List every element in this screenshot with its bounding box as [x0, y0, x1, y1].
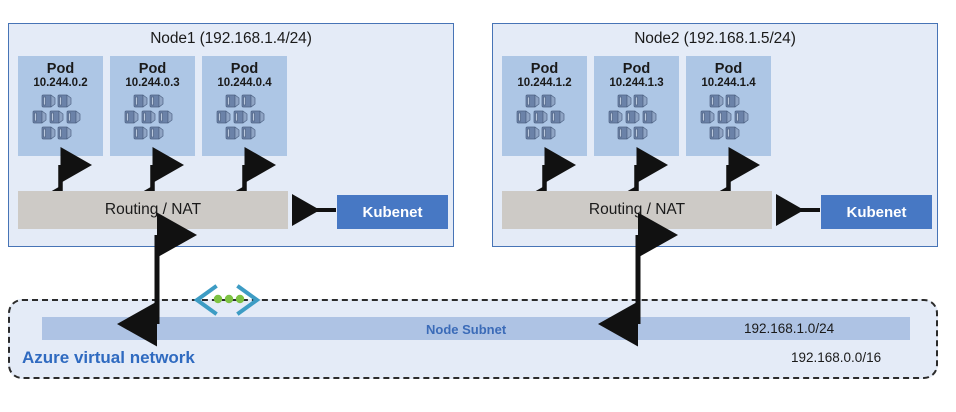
- pod-label: Pod: [622, 61, 651, 77]
- routing-nat-label: Routing / NAT: [588, 201, 686, 218]
- node-container-node1: Node1 (192.168.1.4/24) Pod 10.244.0.2 Po…: [8, 23, 454, 247]
- pod-cluster-icon: [608, 94, 656, 140]
- node-subnet-bar: [42, 317, 910, 340]
- azure-vnet-label: Azure virtual network: [22, 348, 195, 367]
- pod-label: Pod: [138, 61, 167, 77]
- pod-box-node2-pod2: Pod 10.244.1.3: [594, 56, 679, 156]
- pod-box-node1-pod3: Pod 10.244.0.4: [202, 56, 287, 156]
- routing-nat-bar-node1: Routing / NAT: [18, 191, 288, 229]
- pod-cluster-icon: [216, 94, 264, 140]
- pod-cluster-icon: [124, 94, 172, 140]
- node-subnet-cidr: 192.168.1.0/24: [744, 321, 835, 336]
- kubenet-routing-arrow-node1: [292, 194, 336, 226]
- kubenet-routing-arrow-node2: [776, 194, 820, 226]
- kubenet-box-node1: Kubenet: [337, 195, 448, 229]
- azure-vnet-cidr: 192.168.0.0/16: [791, 350, 882, 365]
- node1-subnet-arrow: [117, 212, 197, 347]
- pod-cluster-icon: [516, 94, 564, 140]
- pod-ip: 10.244.0.3: [125, 77, 180, 89]
- pod-box-node1-pod2: Pod 10.244.0.3: [110, 56, 195, 156]
- routing-nat-label: Routing / NAT: [104, 201, 202, 218]
- node2-title: Node2 (192.168.1.5/24): [634, 30, 796, 47]
- pod-label: Pod: [46, 61, 75, 77]
- pod-label: Pod: [714, 61, 743, 77]
- pod-ip: 10.244.1.3: [609, 77, 664, 89]
- routing-nat-bar-node2: Routing / NAT: [502, 191, 772, 229]
- pod-ip: 10.244.1.2: [517, 77, 572, 89]
- node1-title: Node1 (192.168.1.4/24): [150, 30, 312, 47]
- pod-box-node1-pod1: Pod 10.244.0.2: [18, 56, 103, 156]
- kubenet-label: Kubenet: [846, 203, 907, 221]
- pod-ip: 10.244.0.4: [217, 77, 272, 89]
- node2-subnet-arrow: [598, 212, 678, 347]
- pod-cluster-icon: [700, 94, 748, 140]
- pod-label: Pod: [530, 61, 559, 77]
- node-container-node2: Node2 (192.168.1.5/24) Pod 10.244.1.2 Po…: [492, 23, 938, 247]
- pod-label: Pod: [230, 61, 259, 77]
- pod-ip: 10.244.0.2: [33, 77, 88, 89]
- node-subnet-label: Node Subnet: [426, 322, 507, 337]
- pod-box-node2-pod1: Pod 10.244.1.2: [502, 56, 587, 156]
- kubenet-box-node2: Kubenet: [821, 195, 932, 229]
- pod-box-node2-pod3: Pod 10.244.1.4: [686, 56, 771, 156]
- kubenet-label: Kubenet: [362, 203, 423, 221]
- network-connector-icon: [193, 284, 261, 316]
- pod-ip: 10.244.1.4: [701, 77, 756, 89]
- pod-cluster-icon: [32, 94, 80, 140]
